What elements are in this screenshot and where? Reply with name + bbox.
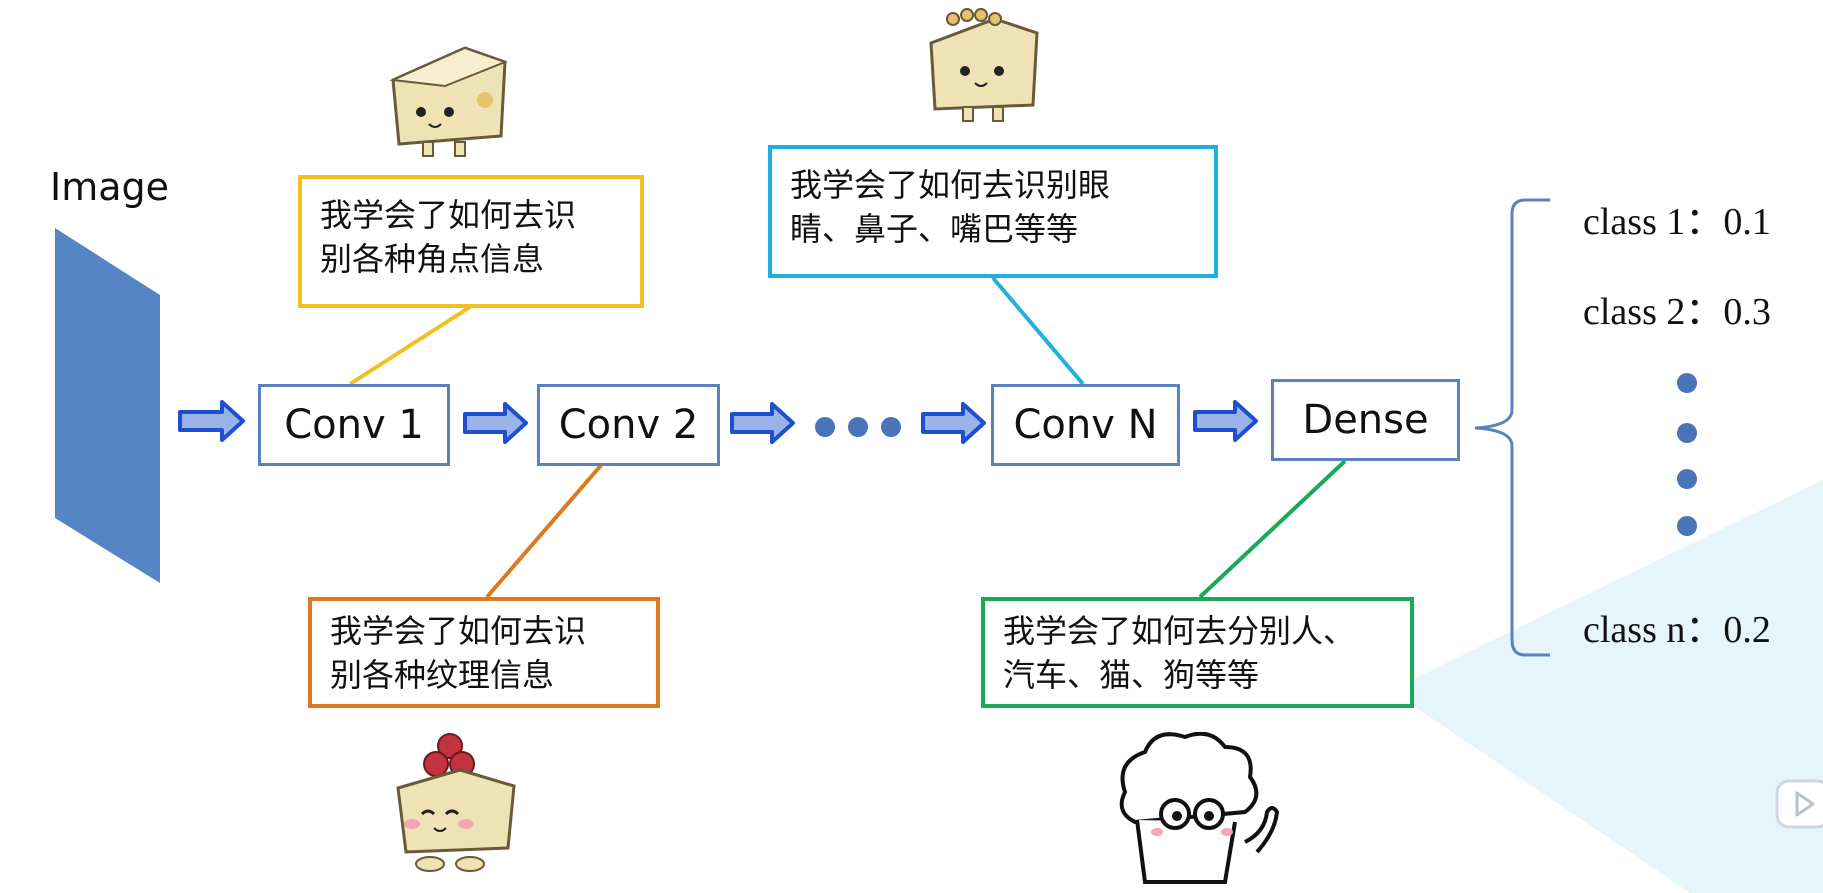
image-label: Image	[50, 165, 170, 209]
conv1-box: Conv 1	[258, 384, 450, 466]
dense-note: 我学会了如何去分别人、 汽车、猫、狗等等	[981, 597, 1414, 708]
conv1-leader	[348, 305, 472, 386]
note-line: 我学会了如何去识	[330, 612, 587, 650]
note-line: 汽车、猫、狗等等	[1003, 656, 1260, 694]
arrow-2	[463, 402, 528, 444]
dense-leader	[1198, 459, 1347, 599]
class-label: class 2：0.3	[1583, 291, 1771, 333]
class-dot	[1677, 373, 1697, 393]
arrow-5	[1193, 400, 1258, 442]
note-line: 睛、鼻子、嘴巴等等	[790, 210, 1079, 248]
class-label: class 1：0.1	[1583, 201, 1771, 243]
convN-leader	[991, 276, 1085, 386]
dense-box: Dense	[1271, 379, 1460, 461]
note-line: 我学会了如何去识	[320, 196, 577, 234]
conv2-leader	[485, 461, 605, 599]
video-play-icon[interactable]	[1775, 775, 1823, 835]
conv1-note: 我学会了如何去识 别各种角点信息	[298, 175, 644, 308]
ellipsis-dot	[848, 417, 868, 437]
convN-note: 我学会了如何去识别眼 睛、鼻子、嘴巴等等	[768, 145, 1218, 278]
arrow-1	[178, 400, 245, 442]
note-line: 我学会了如何去分别人、	[1003, 612, 1356, 650]
ellipsis-dot	[881, 417, 901, 437]
class-label: class n：0.2	[1583, 609, 1771, 651]
note-line: 别各种角点信息	[320, 240, 545, 278]
arrow-4	[921, 402, 986, 444]
cheese-mascot-3-icon	[396, 733, 516, 872]
bg-triangle	[1390, 480, 1823, 893]
class-brace	[1474, 198, 1550, 657]
note-line: 别各种纹理信息	[330, 656, 555, 694]
conv2-note: 我学会了如何去识 别各种纹理信息	[308, 597, 660, 708]
arrow-3	[730, 402, 795, 444]
note-line: 我学会了如何去识别眼	[790, 166, 1111, 204]
conv2-box: Conv 2	[537, 384, 720, 466]
cheese-mascot-2-icon	[929, 8, 1039, 122]
cheese-mascot-1-icon	[389, 46, 508, 157]
class-dot	[1677, 516, 1697, 536]
class-dot	[1677, 423, 1697, 443]
curly-hair-character-icon	[1119, 732, 1280, 884]
convN-box: Conv N	[991, 384, 1180, 466]
ellipsis-dot	[815, 417, 835, 437]
image-panel	[55, 228, 160, 583]
class-dot	[1677, 469, 1697, 489]
